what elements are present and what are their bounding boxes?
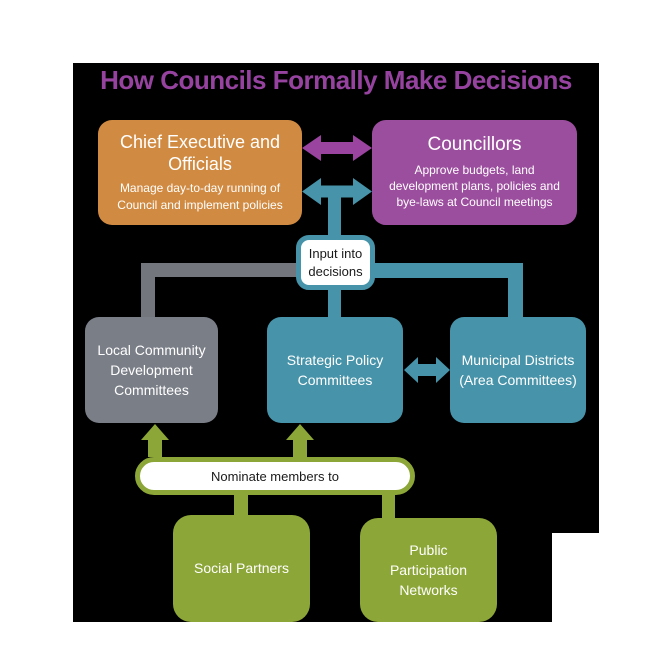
diagram-black-panel: How Councils Formally Make Decisions Chi… — [73, 63, 599, 622]
connector-municipal-horizontal — [373, 263, 523, 278]
municipal-label: Municipal Districts (Area Committees) — [459, 351, 577, 388]
connector-lcdc-vertical — [141, 263, 155, 319]
public-participation-networks-box: Public Participation Networks — [360, 518, 497, 622]
panel-corner-notch — [552, 533, 599, 622]
exec-councillors-double-arrow — [302, 135, 372, 161]
page-title: How Councils Formally Make Decisions — [100, 65, 572, 95]
nominate-up-arrow-lcdc — [141, 424, 169, 457]
connector-input-down — [328, 287, 341, 319]
social-partners-box: Social Partners — [173, 515, 310, 622]
connector-public-participation-stem — [382, 491, 395, 520]
connector-input-up — [328, 195, 341, 237]
input-into-decisions-callout: Input into decisions — [296, 235, 375, 290]
chief-executive-description: Manage day-to-day running of Council and… — [117, 181, 283, 212]
connector-lcdc-horizontal — [141, 263, 298, 277]
strategic-policy-committees-box: Strategic Policy Committees — [267, 317, 403, 423]
exec-councillors-teal-double-arrow — [302, 178, 372, 205]
nominate-members-pill: Nominate members to — [135, 457, 415, 495]
local-community-development-committees-box: Local Community Development Committees — [85, 317, 218, 423]
chief-executive-box: Chief Executive and Officials Manage day… — [98, 120, 302, 225]
councillors-title: Councillors — [427, 134, 522, 156]
connector-municipal-vertical — [508, 263, 523, 319]
lcdc-label: Local Community Development Committees — [97, 341, 206, 399]
social-partners-label: Social Partners — [194, 560, 289, 577]
spc-municipal-double-arrow — [404, 357, 450, 383]
municipal-districts-box: Municipal Districts (Area Committees) — [450, 317, 586, 423]
connector-social-partners-stem — [234, 491, 248, 517]
councillors-description: Approve budgets, land development plans,… — [389, 163, 560, 210]
councillors-box: Councillors Approve budgets, land develo… — [372, 120, 577, 225]
nominate-up-arrow-spc — [286, 424, 314, 457]
spc-label: Strategic Policy Committees — [286, 351, 384, 388]
chief-executive-title: Chief Executive and Officials — [119, 132, 281, 174]
public-participation-label: Public Participation Networks — [389, 541, 468, 599]
